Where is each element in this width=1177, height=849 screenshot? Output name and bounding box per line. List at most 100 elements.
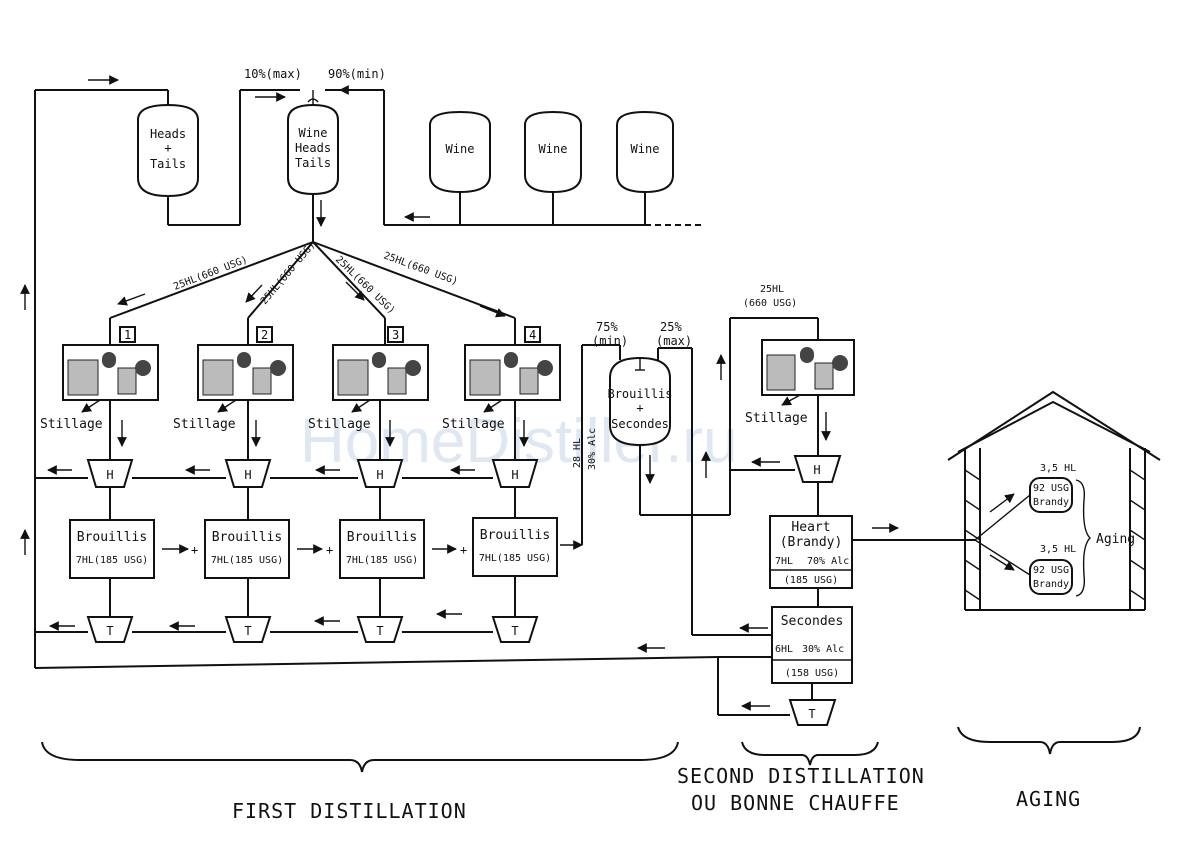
brouillis-volume: 7HL(185 USG) (479, 553, 551, 564)
cask-1: 92 USG Brandy (1029, 477, 1073, 513)
wht-label-2: Heads (295, 141, 331, 155)
still-number-4: 4 (529, 328, 536, 342)
cask-2-label-1: 92 USG (1033, 565, 1069, 576)
wine-tank-3: Wine (616, 110, 674, 194)
second-distillation-brace (741, 741, 879, 766)
still-2: 2 (197, 326, 294, 401)
brouillis-box-2: Brouillis 7HL(185 USG) (204, 519, 290, 579)
plus-3: + (460, 543, 467, 557)
plus-1: + (191, 543, 198, 557)
still-number-3: 3 (392, 328, 399, 342)
twenty-five-label: 25% (660, 320, 682, 334)
second-charge-label-2: (660 USG) (743, 298, 797, 309)
secondes-volume: 6HL (775, 644, 793, 655)
heads-tails-label-1: Heads (150, 127, 186, 141)
wine-tank-label: Wine (539, 142, 568, 156)
stillage-label-3: Stillage (308, 417, 371, 432)
heart-usg: (185 USG) (784, 575, 838, 586)
second-heads-label: H (813, 463, 820, 477)
brouillis-box-3: Brouillis 7HL(185 USG) (339, 519, 425, 579)
second-still (761, 339, 855, 396)
brouillis-transfer-line (581, 344, 621, 545)
charge-distribution (109, 194, 516, 345)
cask-1-volume: 3,5 HL (1040, 463, 1076, 474)
h-to-brouillis (109, 487, 516, 520)
charge-label-3: 25HL(660 USG) (333, 254, 397, 316)
still-3: 3 (332, 326, 429, 401)
wine-tank-label: Wine (631, 142, 660, 156)
stillage-outputs (81, 399, 503, 413)
brouillis-title: Brouillis (77, 530, 147, 545)
secondes-box: Secondes 6HL 30% Alc (158 USG) (771, 606, 853, 684)
wine-feed-line (325, 85, 705, 226)
twenty-five-max-label: (max) (656, 334, 692, 348)
charge-label-2: 25HL(660 USG) (259, 240, 318, 307)
heads-tails-tank: Heads + Tails (137, 103, 199, 198)
seventy-five-min-label: (min) (592, 334, 628, 348)
second-tails-receiver (788, 699, 837, 726)
brouillis-box-1: Brouillis 7HL(185 USG) (69, 519, 155, 579)
heart-subtitle: (Brandy) (780, 535, 843, 550)
aging-brace (1075, 479, 1091, 597)
cask-1-label-2: Brandy (1033, 497, 1069, 508)
still-number-2: 2 (261, 328, 268, 342)
cask-2-volume: 3,5 HL (1040, 544, 1076, 555)
transfer-label-1: 28 HL (572, 438, 583, 468)
return-lines (34, 643, 813, 716)
heads-label-4: H (511, 468, 518, 482)
second-distillation-title-2: OU BONNE CHAUFFE (691, 791, 900, 815)
tails-label-3: T (376, 624, 383, 638)
brouillis-combine-arrows (162, 540, 583, 554)
heads-label-3: H (376, 468, 383, 482)
secondes-alc: 30% Alc (802, 644, 844, 655)
cask-2: 92 USG Brandy (1029, 559, 1073, 595)
heart-box: Heart (Brandy) 7HL 70% Alc (185 USG) (769, 515, 853, 589)
tails-receivers (86, 616, 539, 643)
stillage-label-4: Stillage (442, 417, 505, 432)
heads-tails-recycle (20, 75, 300, 668)
cask-1-label-1: 92 USG (1033, 483, 1069, 494)
brouillis-volume: 7HL(185 USG) (76, 555, 148, 566)
still-number-1: 1 (124, 328, 131, 342)
wine-tank-label: Wine (446, 142, 475, 156)
tails-label-2: T (244, 624, 251, 638)
heads-tails-label-2: + (164, 141, 171, 155)
still-4: 4 (464, 326, 561, 401)
brouillis-title: Brouillis (480, 528, 550, 543)
heart-title: Heart (791, 520, 830, 535)
seventy-five-label: 75% (596, 320, 618, 334)
wine-heads-tails-tank: Wine Heads Tails (287, 90, 339, 196)
brouillis-volume: 7HL(185 USG) (346, 555, 418, 566)
brouillis-secondes-tank: Brouillis + Secondes (607, 356, 673, 447)
transfer-label-2: 30% Alc (587, 428, 598, 470)
cask-2-label-2: Brandy (1033, 579, 1069, 590)
tails-label-1: T (106, 624, 113, 638)
heads-label-1: H (106, 468, 113, 482)
first-still-columns (109, 400, 529, 460)
first-distillation-brace (41, 741, 679, 773)
secondes-recycle-line (657, 347, 772, 636)
wine-tank-1: Wine (429, 110, 491, 194)
aging-house (947, 390, 1161, 611)
second-distillation-title-1: SECOND DISTILLATION (677, 764, 925, 788)
heads-label-2: H (244, 468, 251, 482)
tails-collection-line (35, 609, 493, 633)
tank-to-second-still (639, 317, 819, 516)
ten-pct-max-label: 10%(max) (244, 67, 302, 81)
plus-2: + (326, 543, 333, 557)
bs-label-1: Brouillis (607, 387, 672, 401)
brouillis-to-tails (109, 576, 516, 617)
heart-to-aging (852, 523, 975, 541)
second-stillage-label: Stillage (745, 411, 808, 426)
wht-label-1: Wine (299, 126, 328, 140)
heads-collection-line (35, 465, 493, 479)
bs-label-3: Secondes (611, 417, 669, 431)
still-1: 1 (62, 326, 159, 401)
secondes-usg: (158 USG) (785, 668, 839, 679)
heart-volume: 7HL (775, 556, 793, 567)
second-heads-receiver (793, 455, 842, 483)
heads-receivers (86, 459, 539, 488)
tails-label-4: T (511, 624, 518, 638)
aging-brace-bottom (957, 726, 1141, 755)
heart-alc: 70% Alc (807, 556, 849, 567)
